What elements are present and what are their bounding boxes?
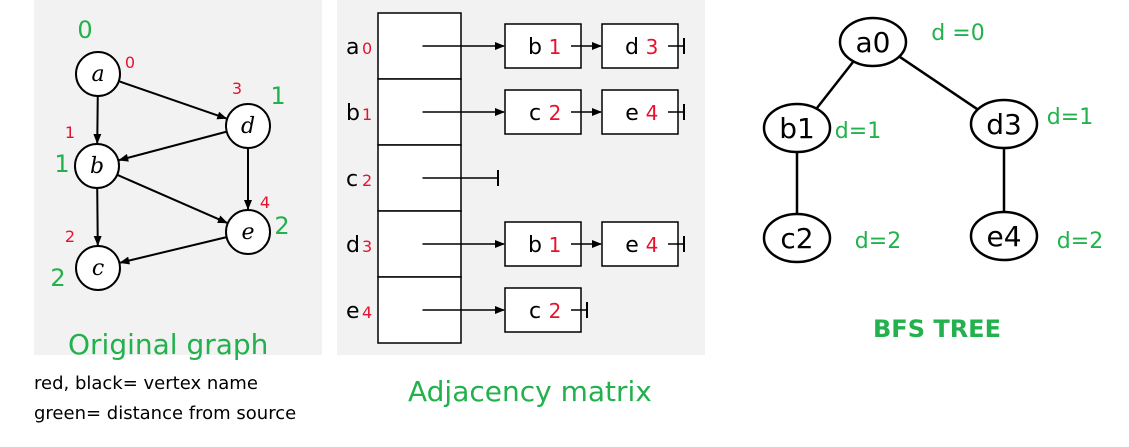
- node-label-a: a: [91, 62, 104, 87]
- node-d: [225, 103, 271, 149]
- node-c: [75, 245, 121, 291]
- node-order-e: 4: [260, 193, 270, 212]
- adj-node-box-b-0: [504, 89, 582, 135]
- node-order-d: 3: [232, 79, 242, 98]
- edge-a-b: [93, 95, 102, 145]
- adj-vertex-d: d: [346, 233, 360, 258]
- bfs-distance-b1: d=1: [835, 119, 881, 144]
- node-order-c: 2: [65, 227, 75, 246]
- node-order-b: 1: [65, 123, 75, 142]
- node-label-c: c: [92, 256, 104, 281]
- node-e: [225, 209, 271, 255]
- edge-a-d: [118, 80, 228, 120]
- adj-node-index-b-1: 4: [646, 101, 659, 125]
- legend-line-distance: green= distance from source: [34, 403, 297, 424]
- adj-node-index-a-0: 1: [549, 35, 562, 59]
- adj-node-box-d-1: [601, 221, 679, 267]
- bfs-node-e4: [969, 210, 1039, 262]
- bfs-node-label-a0: a0: [856, 26, 891, 59]
- bfs-edge-a0-b1: [813, 57, 857, 113]
- adj-node-index-d-1: 4: [646, 233, 659, 257]
- node-distance-c: 2: [50, 264, 65, 292]
- node-distance-b: 1: [54, 150, 69, 178]
- adj-vertex-index-d: 3: [362, 237, 372, 256]
- adj-node-label-a-1: d: [625, 35, 639, 60]
- node-label-e: e: [241, 220, 254, 245]
- adj-node-index-e-0: 2: [549, 299, 562, 323]
- bfs-node-label-d3: d3: [986, 108, 1022, 141]
- adj-node-index-b-0: 2: [549, 101, 562, 125]
- bfs-distance-d3: d=1: [1047, 105, 1093, 130]
- node-label-b: b: [90, 154, 104, 179]
- bfs-distance-a0: d =0: [931, 21, 984, 46]
- bfs-edge-a0-d3: [894, 52, 983, 114]
- adj-vertex-index-c: 2: [362, 171, 372, 190]
- node-distance-e: 2: [274, 212, 289, 240]
- bfs-node-c2: [762, 212, 832, 264]
- edge-e-c: [119, 236, 227, 265]
- bfs-node-b1: [762, 102, 832, 154]
- bfs-distance-c2: d=2: [855, 229, 901, 254]
- edge-b-e: [116, 173, 228, 224]
- adj-node-index-d-0: 1: [549, 233, 562, 257]
- adj-node-box-a-0: [504, 23, 582, 69]
- adj-vertex-index-a: 0: [362, 39, 372, 58]
- bfs-distance-e4: d=2: [1057, 229, 1103, 254]
- adj-node-index-a-1: 3: [646, 35, 659, 59]
- adj-node-label-e-0: c: [529, 299, 541, 324]
- legend-line-vertex-name: red, black= vertex name: [34, 373, 258, 394]
- adjacency-matrix-caption: Adjacency matrix: [408, 375, 652, 408]
- adj-node-box-a-1: [601, 23, 679, 69]
- adj-vertex-b: b: [346, 101, 360, 126]
- edge-d-b: [118, 130, 227, 162]
- adj-node-box-d-0: [504, 221, 582, 267]
- bfs-tree-caption: BFS TREE: [873, 315, 1001, 343]
- original-graph-caption: Original graph: [68, 328, 269, 361]
- node-b: [74, 143, 120, 189]
- node-order-a: 0: [125, 53, 135, 72]
- adj-node-label-b-0: c: [529, 101, 541, 126]
- adj-node-box-b-1: [601, 89, 679, 135]
- adj-vertex-index-e: 4: [362, 303, 372, 322]
- adj-node-label-a-0: b: [528, 35, 542, 60]
- node-a: [75, 51, 121, 97]
- node-distance-a: 0: [77, 16, 92, 44]
- adj-node-label-b-1: e: [625, 101, 639, 126]
- adj-vertex-index-b: 1: [362, 105, 372, 124]
- adj-vertex-a: a: [346, 35, 359, 60]
- adj-vertex-c: c: [346, 167, 358, 192]
- bfs-node-label-e4: e4: [986, 220, 1021, 253]
- bfs-node-a0: [838, 16, 908, 68]
- adj-node-label-d-1: e: [625, 233, 639, 258]
- edge-b-c: [93, 187, 102, 247]
- adj-node-label-d-0: b: [528, 233, 542, 258]
- node-label-d: d: [241, 114, 255, 139]
- bfs-tree: a0 d =0 b1 d=1 d3 d=1 c2 d=2 e4 d=2: [762, 16, 1103, 264]
- bfs-node-label-c2: c2: [780, 222, 813, 255]
- node-distance-d: 1: [270, 82, 285, 110]
- adj-node-box-e-0: [504, 287, 582, 333]
- bfs-node-label-b1: b1: [779, 112, 815, 145]
- bfs-node-d3: [969, 98, 1039, 150]
- adj-vertex-e: e: [346, 299, 360, 324]
